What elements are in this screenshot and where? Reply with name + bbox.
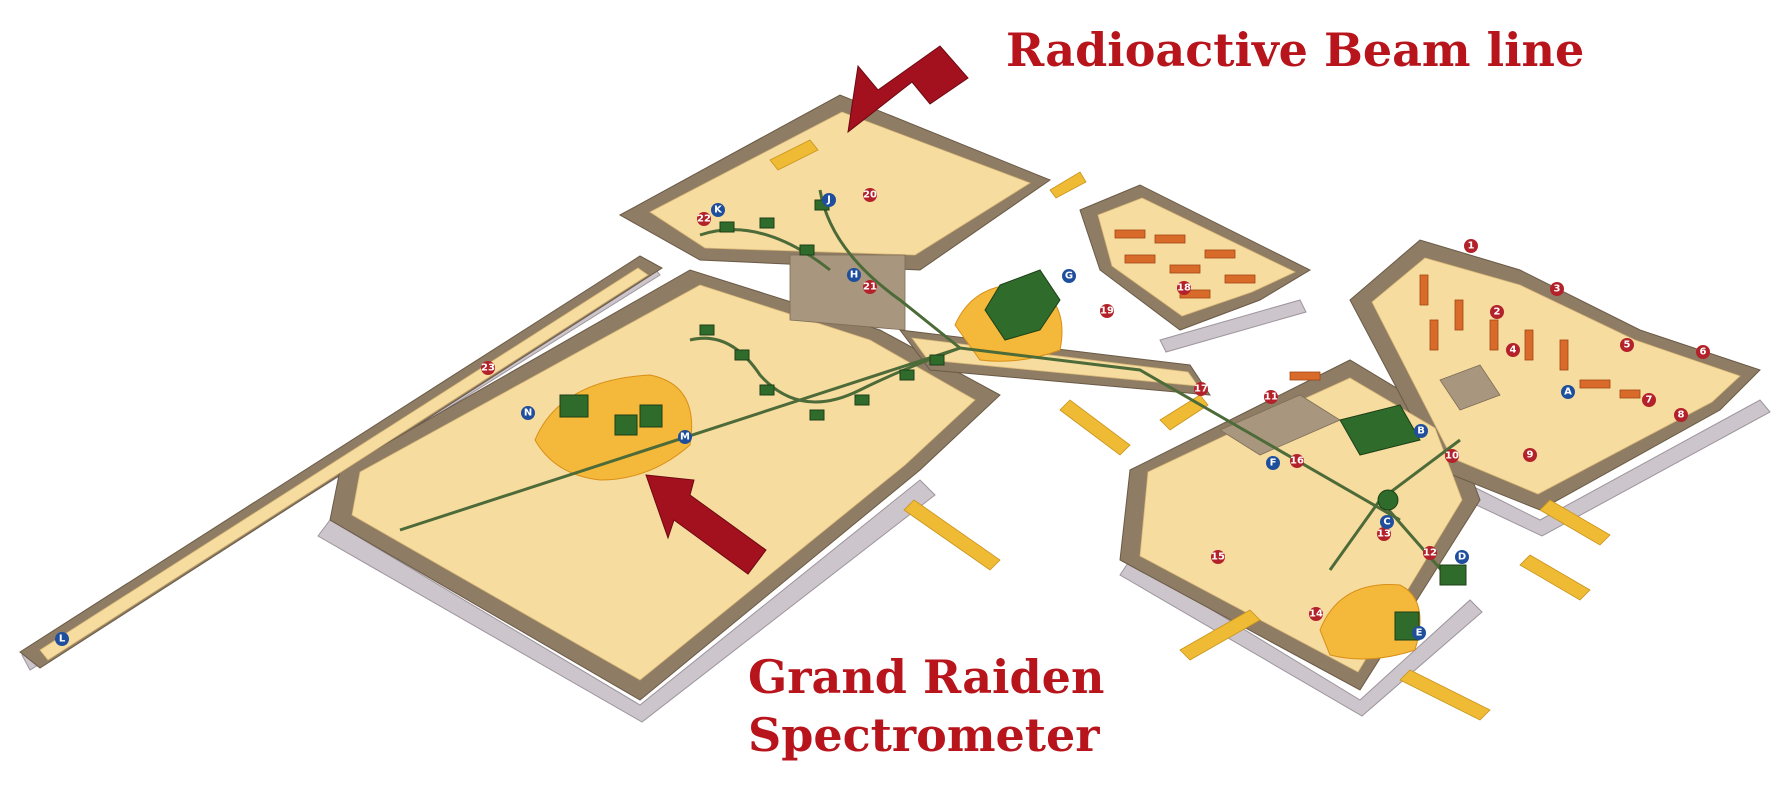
svg-text:E: E — [1416, 628, 1423, 639]
svg-text:M: M — [680, 432, 690, 443]
badge-19: 19 — [1100, 304, 1114, 318]
radioactive-beam-line-label: Radioactive Beam line — [1006, 23, 1585, 77]
svg-text:20: 20 — [863, 190, 877, 201]
svg-text:H: H — [850, 270, 858, 281]
badge-E: E — [1412, 626, 1426, 640]
badge-2: 2 — [1490, 305, 1504, 319]
svg-text:18: 18 — [1177, 283, 1191, 294]
arrow-grand-raiden — [645, 474, 767, 575]
svg-text:12: 12 — [1423, 548, 1437, 559]
magnets — [559, 199, 1467, 641]
svg-text:21: 21 — [863, 282, 877, 293]
badge-21: 21 — [863, 280, 877, 294]
badge-9: 9 — [1523, 448, 1537, 462]
svg-text:7: 7 — [1646, 395, 1653, 406]
badge-11: 11 — [1264, 390, 1278, 404]
svg-text:13: 13 — [1377, 529, 1391, 540]
badge-6: 6 — [1696, 345, 1710, 359]
badge-B: B — [1414, 424, 1428, 438]
svg-text:22: 22 — [697, 214, 711, 225]
svg-text:19: 19 — [1100, 306, 1114, 317]
badge-J: J — [822, 193, 836, 207]
badge-4: 4 — [1506, 343, 1520, 357]
svg-text:11: 11 — [1264, 392, 1278, 403]
badge-15: 15 — [1211, 550, 1225, 564]
badge-17: 17 — [1194, 382, 1208, 396]
lab-equipment — [1114, 229, 1641, 399]
grand-raiden-label-line2: Spectrometer — [748, 708, 1100, 762]
svg-text:15: 15 — [1211, 552, 1225, 563]
area-letter-badges: A B C D E F G H J K L M N — [55, 193, 1575, 646]
badge-1: 1 — [1464, 239, 1478, 253]
badge-20: 20 — [863, 188, 877, 202]
badge-H: H — [847, 268, 861, 282]
svg-text:B: B — [1417, 426, 1425, 437]
corridors — [769, 139, 1611, 721]
badge-K: K — [711, 203, 725, 217]
svg-text:14: 14 — [1309, 609, 1323, 620]
svg-text:10: 10 — [1445, 451, 1459, 462]
grand-raiden-label-line1: Grand Raiden — [748, 650, 1105, 704]
badge-N: N — [521, 406, 535, 420]
svg-text:4: 4 — [1510, 345, 1517, 356]
grand-raiden-spectrometer-label: Grand Raiden Spectrometer — [748, 648, 1104, 764]
svg-text:D: D — [1458, 552, 1466, 563]
arrow-radioactive-beam — [847, 45, 969, 134]
svg-text:C: C — [1383, 517, 1390, 528]
room-number-badges: 1 2 3 4 5 6 7 8 9 10 11 12 13 14 15 16 1… — [481, 188, 1710, 621]
svg-text:5: 5 — [1624, 340, 1631, 351]
badge-M: M — [678, 430, 692, 444]
badge-16: 16 — [1290, 454, 1304, 468]
badge-L: L — [55, 632, 69, 646]
badge-A: A — [1561, 385, 1575, 399]
svg-text:J: J — [826, 195, 831, 206]
svg-text:N: N — [524, 408, 532, 419]
badge-7: 7 — [1642, 393, 1656, 407]
badge-22: 22 — [697, 212, 711, 226]
svg-text:1: 1 — [1468, 241, 1475, 252]
badge-18: 18 — [1177, 281, 1191, 295]
svg-text:16: 16 — [1290, 456, 1304, 467]
svg-text:9: 9 — [1527, 450, 1534, 461]
badge-C: C — [1380, 515, 1394, 529]
badge-23: 23 — [481, 361, 495, 375]
badge-12: 12 — [1423, 546, 1437, 560]
badge-F: F — [1266, 456, 1280, 470]
badge-10: 10 — [1445, 449, 1459, 463]
badge-D: D — [1455, 550, 1469, 564]
badge-3: 3 — [1550, 282, 1564, 296]
svg-text:3: 3 — [1554, 284, 1561, 295]
inner-zones — [789, 254, 1501, 456]
svg-text:K: K — [714, 205, 723, 216]
svg-text:2: 2 — [1494, 307, 1501, 318]
svg-text:F: F — [1270, 458, 1277, 469]
svg-text:A: A — [1564, 387, 1572, 398]
badge-8: 8 — [1674, 408, 1688, 422]
svg-text:L: L — [59, 634, 66, 645]
badge-G: G — [1062, 269, 1076, 283]
svg-text:G: G — [1065, 271, 1073, 282]
svg-text:6: 6 — [1700, 347, 1707, 358]
badge-14: 14 — [1309, 607, 1323, 621]
badge-13: 13 — [1377, 527, 1391, 541]
svg-text:23: 23 — [481, 363, 495, 374]
badge-5: 5 — [1620, 338, 1634, 352]
svg-text:8: 8 — [1678, 410, 1685, 421]
svg-text:17: 17 — [1194, 384, 1208, 395]
